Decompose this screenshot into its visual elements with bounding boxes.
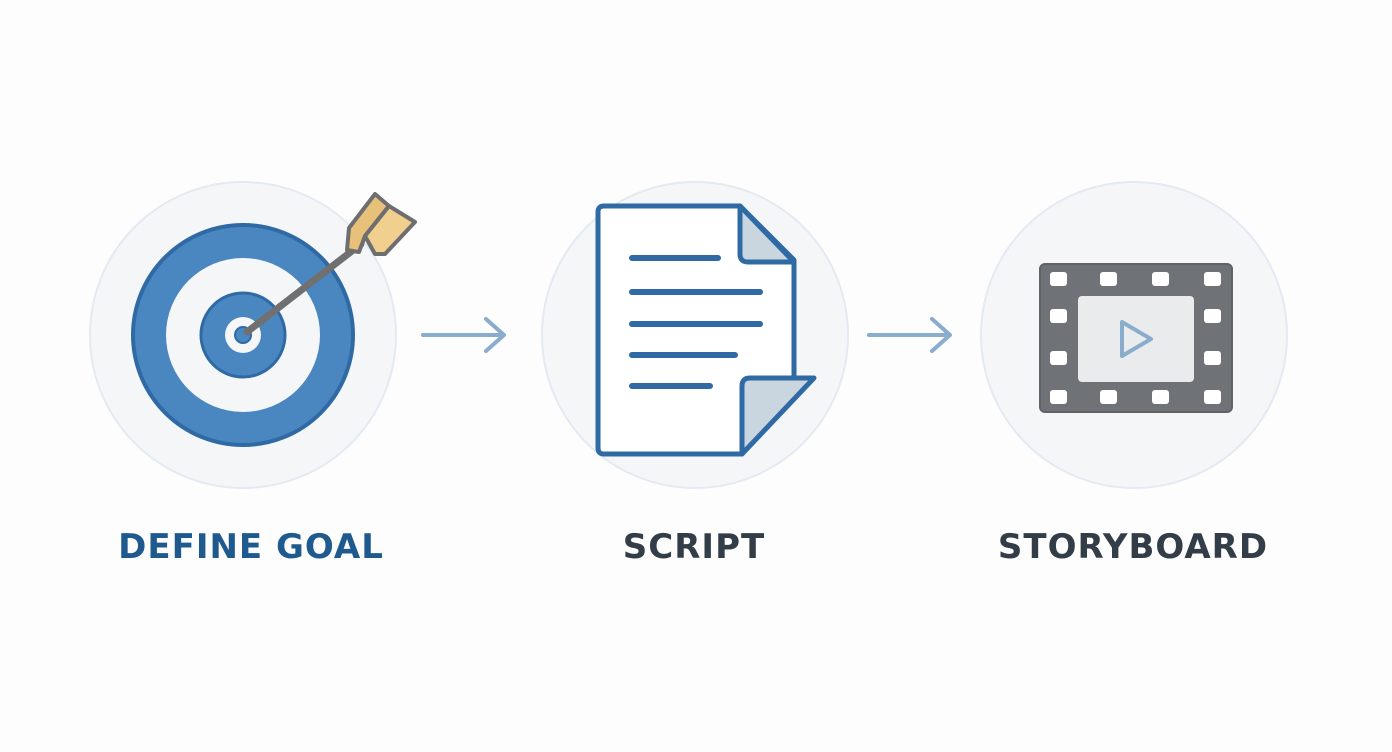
film-strip-icon: [1039, 263, 1233, 413]
flow-arrow-1: [421, 317, 506, 353]
step-label-script: SCRIPT: [622, 527, 766, 567]
document-icon: [595, 203, 817, 457]
step-label-storyboard: STORYBOARD: [997, 527, 1269, 567]
step-label-define-goal: DEFINE GOAL: [118, 527, 384, 567]
flow-arrow-2: [867, 317, 952, 353]
target-with-arrow-icon: [131, 192, 417, 447]
